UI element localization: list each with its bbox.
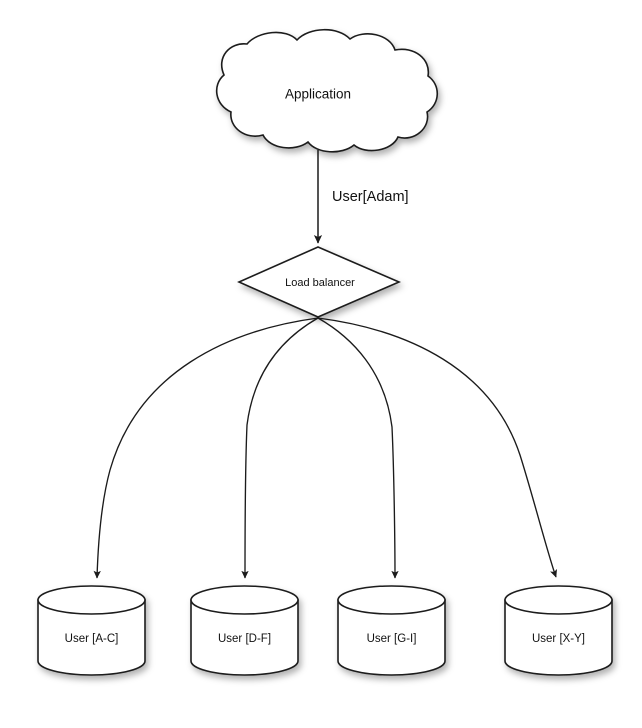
cylinder-top xyxy=(190,585,299,615)
edge-application-to-load-balancer: User[Adam] xyxy=(313,150,409,244)
database-label: User [D-F] xyxy=(218,633,271,645)
database-label: User [G-I] xyxy=(367,633,417,645)
edge-lb-to-db-3 xyxy=(317,317,558,578)
edge-curve xyxy=(317,317,558,578)
application-label: Application xyxy=(285,87,351,102)
cylinder-top xyxy=(337,585,446,615)
node-database-2[interactable]: User [G-I] xyxy=(337,585,446,676)
load-balancer-label: Load balancer xyxy=(285,277,355,289)
node-database-3[interactable]: User [X-Y] xyxy=(504,585,613,676)
edge-curve xyxy=(241,317,319,579)
cloud-shape xyxy=(215,28,439,153)
node-database-1[interactable]: User [D-F] xyxy=(190,585,299,676)
cylinder-body xyxy=(37,599,146,676)
edge-label-user-adam: User[Adam] xyxy=(332,189,409,205)
cylinder-body xyxy=(337,599,446,676)
edge-lb-to-db-1 xyxy=(241,317,319,579)
database-label: User [A-C] xyxy=(65,633,119,645)
edge-curve xyxy=(93,317,319,579)
edge-lb-to-db-2 xyxy=(317,317,399,579)
cylinder-top xyxy=(504,585,613,615)
node-load-balancer[interactable]: Load balancer xyxy=(237,246,402,318)
cylinder-body xyxy=(504,599,613,676)
edge-lb-to-db-0 xyxy=(93,317,319,579)
node-application[interactable]: Application xyxy=(215,28,439,153)
node-database-0[interactable]: User [A-C] xyxy=(37,585,146,676)
cylinder-top xyxy=(37,585,146,615)
edge-curve xyxy=(317,317,399,579)
diamond-shape xyxy=(237,246,402,318)
cylinder-body xyxy=(190,599,299,676)
database-label: User [X-Y] xyxy=(532,633,585,645)
